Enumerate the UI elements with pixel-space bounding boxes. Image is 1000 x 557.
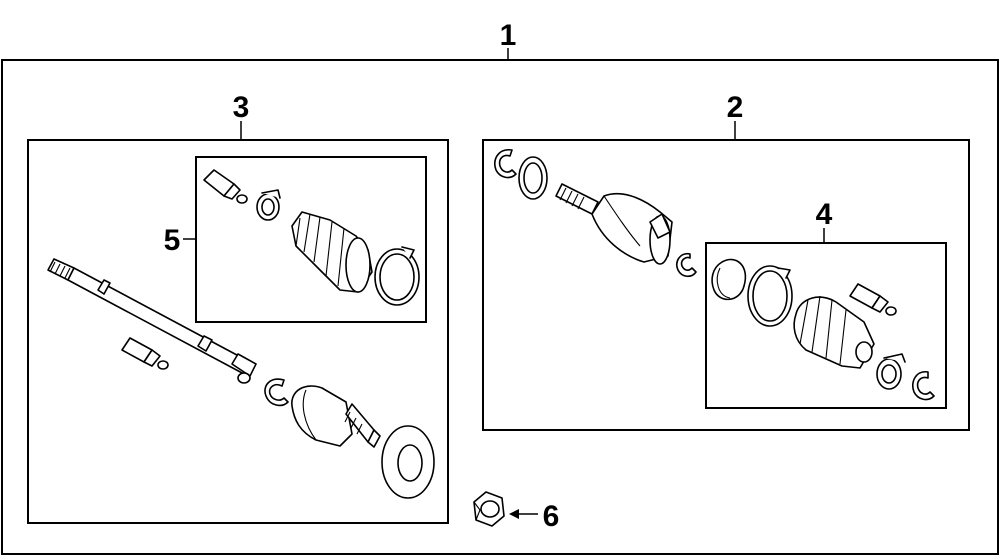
dust-shield	[381, 425, 435, 499]
outer-boot-kit-frame	[195, 156, 427, 323]
axle-shaft	[47, 258, 257, 384]
callout-6[interactable]: 6	[543, 500, 560, 533]
assembly-frame	[1, 59, 999, 555]
outer-boot	[291, 211, 373, 293]
outer-joint-frame	[27, 139, 449, 524]
snap-ring-inner-lower	[912, 371, 935, 401]
callout-3[interactable]: 3	[233, 91, 250, 124]
outer-cv-joint	[291, 385, 381, 448]
snap-ring-inner-upper	[494, 149, 517, 179]
spacer-ring-inner	[518, 156, 548, 200]
inner-boot-kit-frame	[705, 242, 947, 409]
grease-tube-inner	[849, 283, 897, 316]
callout-2[interactable]: 2	[727, 91, 744, 124]
large-boot-clamp-outer	[374, 246, 420, 306]
small-clamp-inner-2	[876, 353, 906, 390]
inner-boot	[793, 295, 875, 369]
large-boot-clamp-inner	[747, 265, 793, 327]
callout-5[interactable]: 5	[164, 224, 181, 257]
small-boot-clamp-inner	[711, 258, 747, 301]
callout-6-arrowhead	[509, 509, 519, 519]
callout-4[interactable]: 4	[816, 198, 833, 231]
inner-joint-frame	[482, 139, 970, 431]
inner-tripod-housing	[555, 183, 673, 265]
small-boot-clamp-outer	[256, 189, 281, 221]
snap-ring-inner-mid	[675, 252, 697, 278]
grease-tube-shaft	[121, 337, 169, 370]
callout-1[interactable]: 1	[500, 19, 517, 52]
hub-nut	[473, 491, 505, 527]
grease-tube-outer	[203, 169, 248, 204]
snap-ring-outer	[264, 378, 289, 407]
